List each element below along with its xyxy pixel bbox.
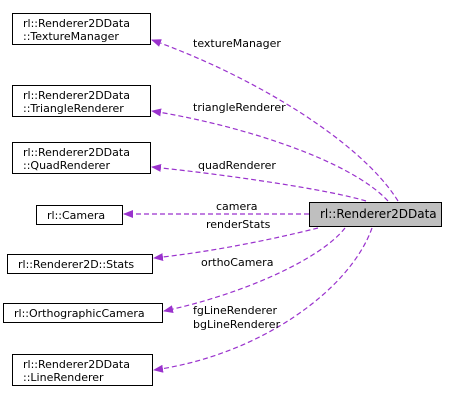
node-triangle-renderer[interactable]: rl::Renderer2DData ::TriangleRenderer bbox=[12, 85, 151, 117]
node-label-line2: ::TriangleRenderer bbox=[23, 102, 124, 115]
edge-label-camera: camera bbox=[216, 200, 258, 213]
edge-label-texture-manager: textureManager bbox=[193, 37, 281, 50]
node-label: rl::Camera bbox=[47, 209, 106, 222]
node-label-line1: rl::Renderer2DData bbox=[23, 89, 130, 102]
node-main-renderer2ddata[interactable]: rl::Renderer2DData bbox=[309, 202, 442, 227]
node-label-line2: ::LineRenderer bbox=[23, 371, 104, 384]
node-label-line1: rl::Renderer2DData bbox=[23, 358, 130, 371]
node-label: rl::Renderer2D::Stats bbox=[18, 258, 135, 271]
edge-label-bg-line-renderer: bgLineRenderer bbox=[193, 318, 281, 331]
node-label: rl::OrthographicCamera bbox=[14, 307, 145, 320]
edge-label-ortho-camera: orthoCamera bbox=[201, 256, 274, 269]
node-stats[interactable]: rl::Renderer2D::Stats bbox=[7, 254, 153, 274]
edge-ortho-camera bbox=[163, 227, 346, 314]
node-label-line2: ::TextureManager bbox=[23, 30, 119, 43]
node-ortho-camera[interactable]: rl::OrthographicCamera bbox=[3, 303, 163, 323]
edge-quad-renderer bbox=[151, 163, 367, 202]
edge-label-triangle-renderer: triangleRenderer bbox=[193, 101, 286, 114]
node-texture-manager[interactable]: rl::Renderer2DData ::TextureManager bbox=[12, 13, 151, 45]
edge-line-renderer bbox=[153, 227, 373, 373]
edge-label-quad-renderer: quadRenderer bbox=[198, 159, 276, 172]
node-line-renderer[interactable]: rl::Renderer2DData ::LineRenderer bbox=[12, 354, 153, 386]
edge-label-render-stats: renderStats bbox=[206, 218, 271, 231]
edge-triangle-renderer bbox=[151, 108, 389, 202]
node-label-line1: rl::Renderer2DData bbox=[23, 146, 130, 159]
edge-render-stats bbox=[153, 227, 319, 262]
node-quad-renderer[interactable]: rl::Renderer2DData ::QuadRenderer bbox=[12, 142, 151, 174]
node-label-line1: rl::Renderer2DData bbox=[23, 17, 130, 30]
node-camera[interactable]: rl::Camera bbox=[36, 205, 123, 225]
edge-label-fg-line-renderer: fgLineRenderer bbox=[193, 304, 277, 317]
main-node-label: rl::Renderer2DData bbox=[320, 207, 437, 221]
edge-texture-manager bbox=[151, 39, 399, 202]
node-label-line2: ::QuadRenderer bbox=[23, 159, 110, 172]
